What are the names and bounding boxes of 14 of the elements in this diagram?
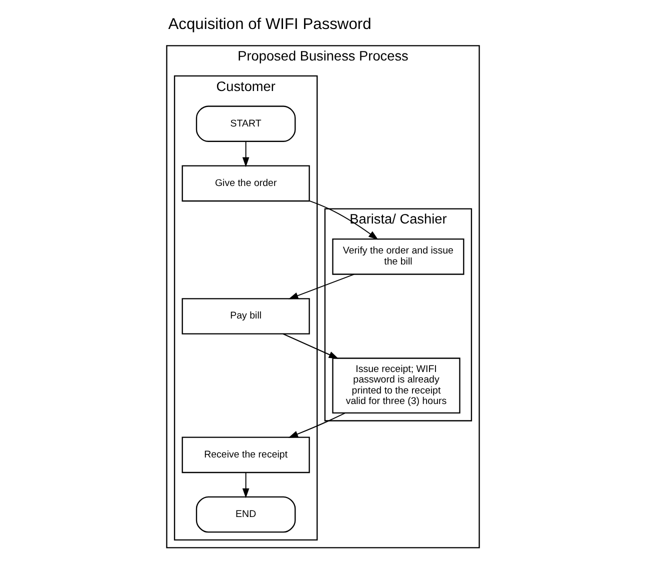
- arrow: [242, 140, 250, 168]
- node-box: END: [196, 496, 296, 533]
- diagram-title: Acquisition of WIFI Password: [168, 16, 372, 33]
- arrow: [309, 200, 378, 240]
- arrow: [242, 472, 250, 498]
- node-box: Verify the order and issue the bill: [332, 238, 464, 275]
- node-box: Give the order: [182, 165, 310, 202]
- node-box: Pay bill: [182, 298, 310, 334]
- node-box: START: [196, 106, 296, 142]
- arrow: [288, 412, 346, 438]
- node-box: Issue receipt; WIFI password is already printed to the receipt valid for three (3) hours: [332, 358, 460, 414]
- arrow: [282, 333, 339, 359]
- arrow: [288, 274, 355, 300]
- node-box: Receive the receipt: [182, 436, 310, 474]
